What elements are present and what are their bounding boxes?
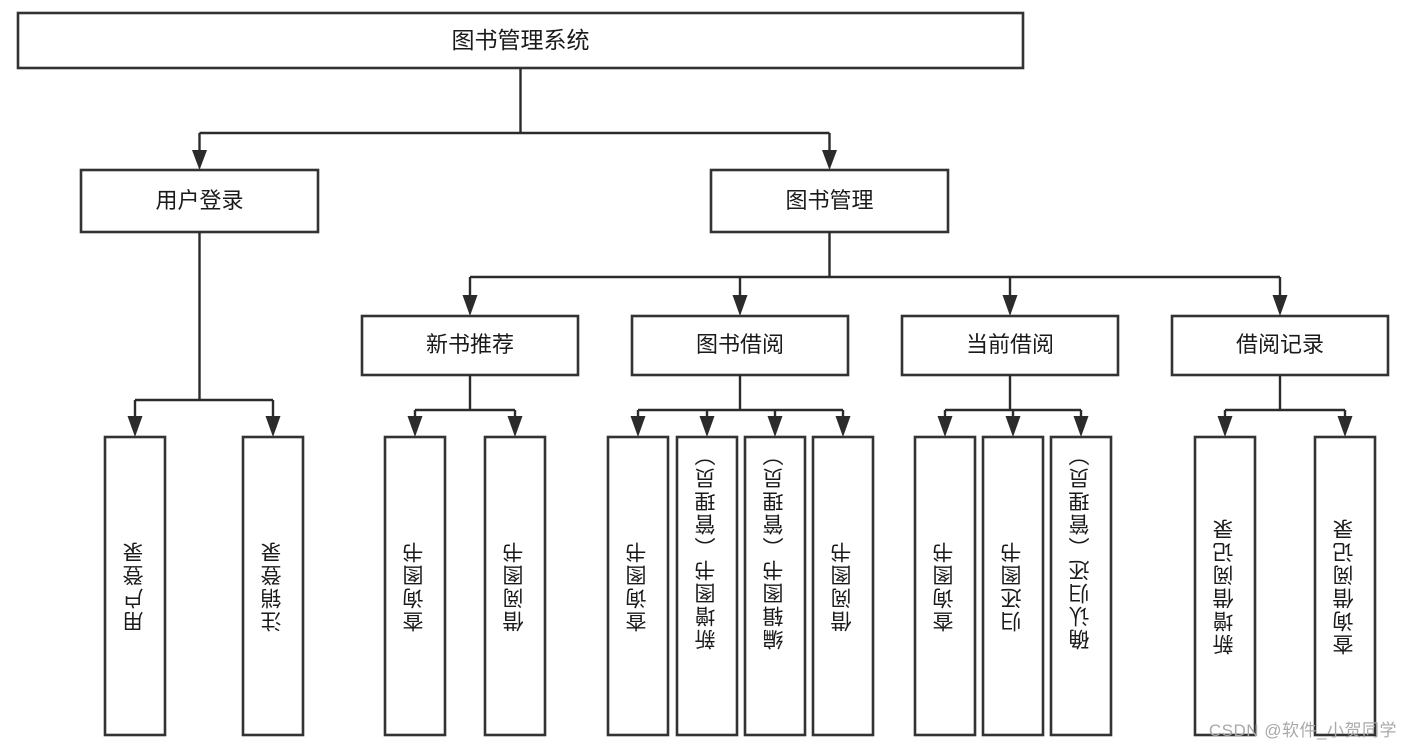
- node-book-manage[interactable]: 图书管理: [709, 168, 950, 234]
- node-book-borrow[interactable]: 图书借阅: [630, 314, 850, 377]
- node-borrow-record[interactable]: 借阅记录: [1170, 314, 1390, 377]
- node-new-book-rec[interactable]: 新书推荐: [360, 314, 580, 377]
- node-root[interactable]: 图书管理系统: [16, 11, 1025, 70]
- node-user-login[interactable]: 用户登录: [79, 168, 320, 234]
- node-current-borrow-label: 当前借阅: [966, 332, 1054, 357]
- node-user-login-label: 用户登录: [155, 188, 243, 213]
- leaf-box-borrow-book-2[interactable]: [811, 435, 875, 737]
- leaf-boxes: [103, 435, 1377, 737]
- node-new-book-rec-box[interactable]: [360, 314, 580, 377]
- leaf-box-return-book[interactable]: [981, 435, 1045, 737]
- node-root-label: 图书管理系统: [452, 27, 590, 53]
- leaf-box-confirm-return[interactable]: [1049, 435, 1113, 737]
- node-user-login-box[interactable]: [79, 168, 320, 234]
- leaf-box-edit-book[interactable]: [743, 435, 807, 737]
- leaf-box-user-login[interactable]: [103, 435, 167, 737]
- connector-new-book-rec-to-leaves: [407, 375, 523, 437]
- node-borrow-record-label: 借阅记录: [1236, 332, 1324, 357]
- leaf-box-add-record[interactable]: [1193, 435, 1257, 737]
- leaf-box-add-book[interactable]: [675, 435, 739, 737]
- node-current-borrow-box[interactable]: [900, 314, 1120, 377]
- leaf-box-query-book-3[interactable]: [913, 435, 977, 737]
- leaf-box-logout[interactable]: [241, 435, 305, 737]
- leaf-box-borrow-book-1[interactable]: [483, 435, 547, 737]
- node-new-book-rec-label: 新书推荐: [426, 332, 514, 357]
- leaf-box-query-record[interactable]: [1313, 435, 1377, 737]
- connector-book-borrow-to-leaves: [630, 375, 851, 437]
- node-book-manage-label: 图书管理: [785, 188, 873, 213]
- csdn-watermark: CSDN @软件_小贺同学: [1208, 721, 1397, 740]
- connector-user-login-to-leaves: [127, 232, 281, 437]
- connector-current-borrow-to-leaves: [937, 375, 1089, 437]
- node-book-borrow-label: 图书借阅: [696, 332, 784, 357]
- node-root-box[interactable]: [16, 11, 1025, 70]
- connector-book-manage-to-level3: [462, 232, 1288, 316]
- leaf-box-query-book-2[interactable]: [606, 435, 670, 737]
- connector-borrow-record-to-leaves: [1217, 375, 1353, 437]
- node-current-borrow[interactable]: 当前借阅: [900, 314, 1120, 377]
- leaf-box-query-book-1[interactable]: [383, 435, 447, 737]
- connector-root-to-level2: [192, 68, 837, 170]
